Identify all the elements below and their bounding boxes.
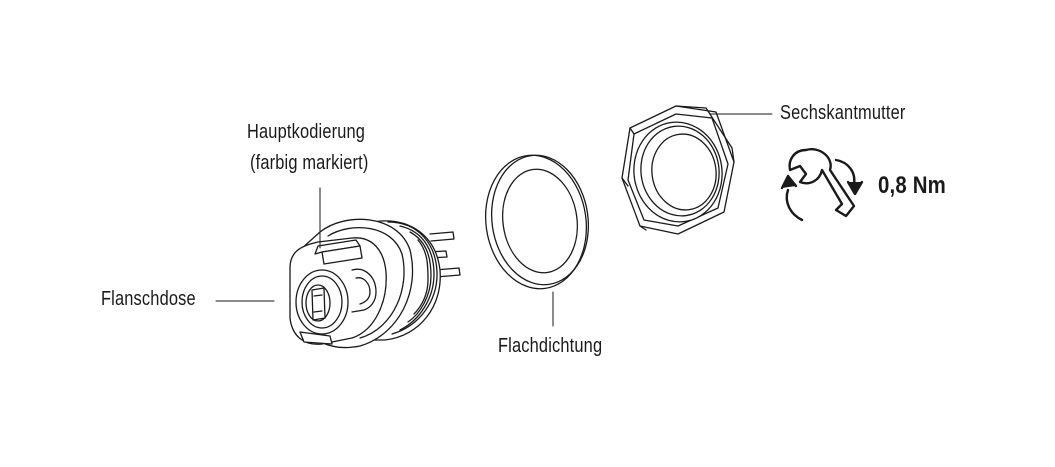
socket-pins xyxy=(427,231,461,278)
label-main-coding-line2: (farbig markiert) xyxy=(250,152,369,174)
flat-seal-drawing xyxy=(484,154,590,290)
leader-lines xyxy=(215,113,773,327)
hex-nut-drawing xyxy=(621,105,735,235)
label-flange-socket: Flanschdose xyxy=(101,288,196,310)
flange-socket-drawing xyxy=(289,218,461,349)
label-main-coding-line1: Hauptkodierung xyxy=(247,121,366,143)
label-flat-seal: Flachdichtung xyxy=(498,335,603,357)
label-torque-value: 0,8 Nm xyxy=(878,172,946,199)
wrench-with-rotation-arrows-icon xyxy=(780,148,864,222)
label-hex-nut: Sechskantmutter xyxy=(780,102,906,124)
